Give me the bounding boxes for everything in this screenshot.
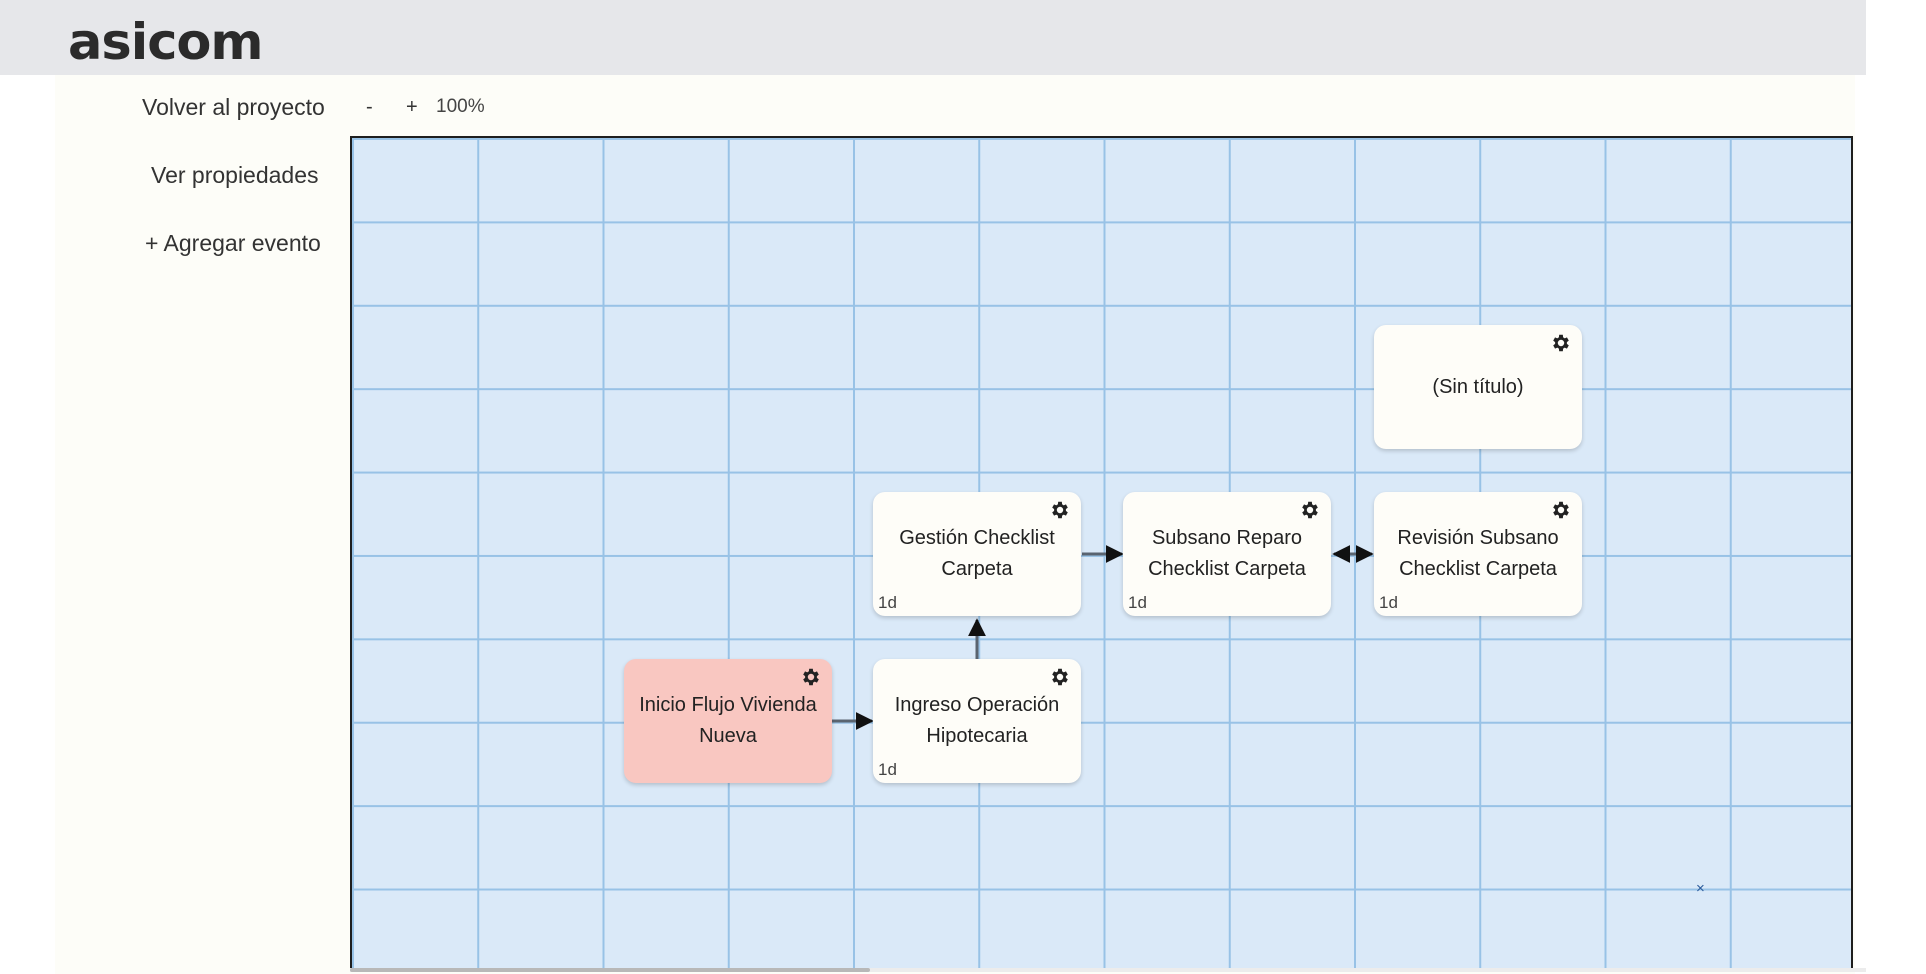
flow-node-subsano[interactable]: Subsano Reparo Checklist Carpeta 1d <box>1123 492 1331 616</box>
gear-icon[interactable] <box>1550 499 1572 521</box>
gear-icon[interactable] <box>1550 332 1572 354</box>
node-title: Gestión Checklist Carpeta <box>899 527 1055 580</box>
gear-icon[interactable] <box>1049 666 1071 688</box>
node-duration: 1d <box>1128 593 1147 612</box>
horizontal-scrollbar[interactable] <box>350 968 870 972</box>
flow-node-untitled[interactable]: (Sin título) <box>1374 325 1582 449</box>
app-header: asicom <box>0 0 1926 75</box>
node-title: Revisión Subsano Checklist Carpeta <box>1397 527 1559 580</box>
node-title: (Sin título) <box>1432 375 1524 398</box>
node-title: Inicio Flujo Vivienda Nueva <box>639 694 817 747</box>
add-event-button[interactable]: + Agregar evento <box>145 230 321 256</box>
flow-node-start[interactable]: Inicio Flujo Vivienda Nueva <box>624 659 832 783</box>
node-duration: 1d <box>878 593 897 612</box>
zoom-in-button[interactable]: + <box>406 96 418 118</box>
flow-node-gestion[interactable]: Gestión Checklist Carpeta 1d <box>873 492 1081 616</box>
back-to-project-link[interactable]: Volver al proyecto <box>142 94 325 120</box>
node-title: Ingreso Operación Hipotecaria <box>894 694 1060 747</box>
view-properties-link[interactable]: Ver propiedades <box>151 162 319 188</box>
close-icon[interactable]: × <box>1696 880 1705 897</box>
flow-node-revision[interactable]: Revisión Subsano Checklist Carpeta 1d <box>1374 492 1582 616</box>
node-duration: 1d <box>1379 593 1398 612</box>
node-title: Subsano Reparo Checklist Carpeta <box>1148 527 1306 580</box>
asicom-logo[interactable]: asicom <box>68 13 264 71</box>
gear-icon[interactable] <box>1299 499 1321 521</box>
zoom-out-button[interactable]: - <box>366 96 373 118</box>
horizontal-scroll-track[interactable] <box>350 968 1866 972</box>
node-duration: 1d <box>878 760 897 779</box>
header-edge <box>1866 0 1926 75</box>
gear-icon[interactable] <box>1049 499 1071 521</box>
zoom-level: 100% <box>436 96 485 117</box>
flow-canvas[interactable] <box>350 136 1853 970</box>
gear-icon[interactable] <box>800 666 822 688</box>
flow-node-ingreso[interactable]: Ingreso Operación Hipotecaria 1d <box>873 659 1081 783</box>
